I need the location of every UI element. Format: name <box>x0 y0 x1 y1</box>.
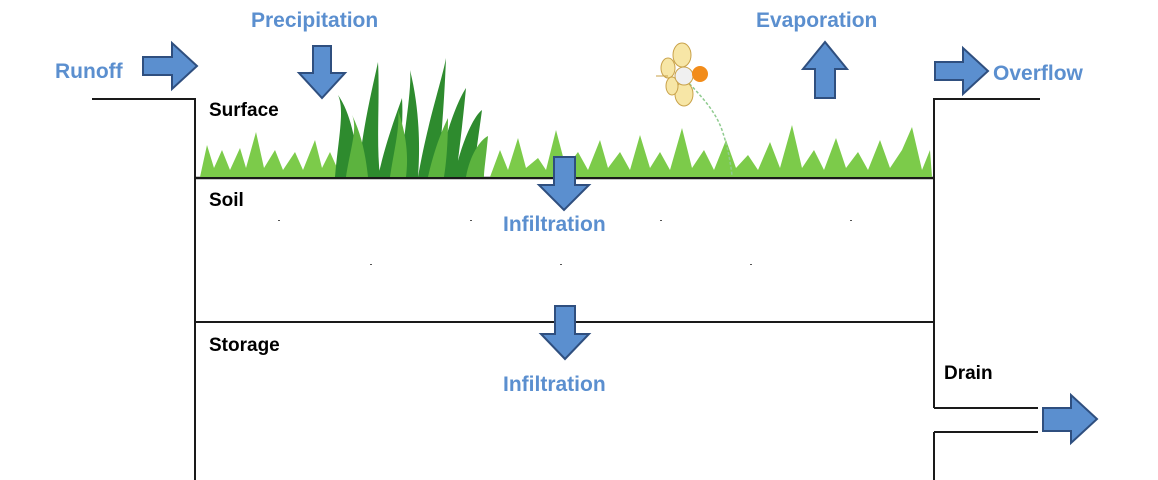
arrow-right-icon <box>142 40 199 92</box>
grass-icon <box>200 58 932 177</box>
flower-petal <box>672 42 692 68</box>
left-wall <box>92 98 196 480</box>
flower-core <box>692 66 708 82</box>
flower-petal <box>665 76 679 96</box>
arrow-down-icon <box>538 305 592 361</box>
flower-petal <box>660 57 676 79</box>
flower-icon <box>656 42 733 176</box>
infiltration-label-lower: Infiltration <box>503 373 606 396</box>
drain-label: Drain <box>944 363 993 384</box>
arrows <box>142 40 1099 446</box>
evaporation-label: Evaporation <box>756 9 878 32</box>
precipitation-label: Precipitation <box>251 9 379 32</box>
runoff-label: Runoff <box>55 60 123 83</box>
soil-label: Soil <box>209 190 244 211</box>
flower-stem <box>685 79 733 176</box>
arrow-right-icon <box>1042 392 1099 446</box>
arrow-down-icon <box>296 45 348 100</box>
soil-texture <box>278 220 852 265</box>
storage-label: Storage <box>209 335 280 356</box>
infiltration-label-upper: Infiltration <box>503 213 606 236</box>
arrow-right-icon <box>934 45 990 97</box>
flower-center <box>674 66 694 86</box>
overflow-label: Overflow <box>993 62 1083 85</box>
grass-base-light <box>200 125 932 177</box>
grass-tall-light <box>346 110 488 177</box>
arrow-up-icon <box>800 40 850 99</box>
right-wall-upper <box>933 98 1040 408</box>
arrow-down-icon <box>536 156 592 212</box>
surface-label: Surface <box>209 100 279 121</box>
